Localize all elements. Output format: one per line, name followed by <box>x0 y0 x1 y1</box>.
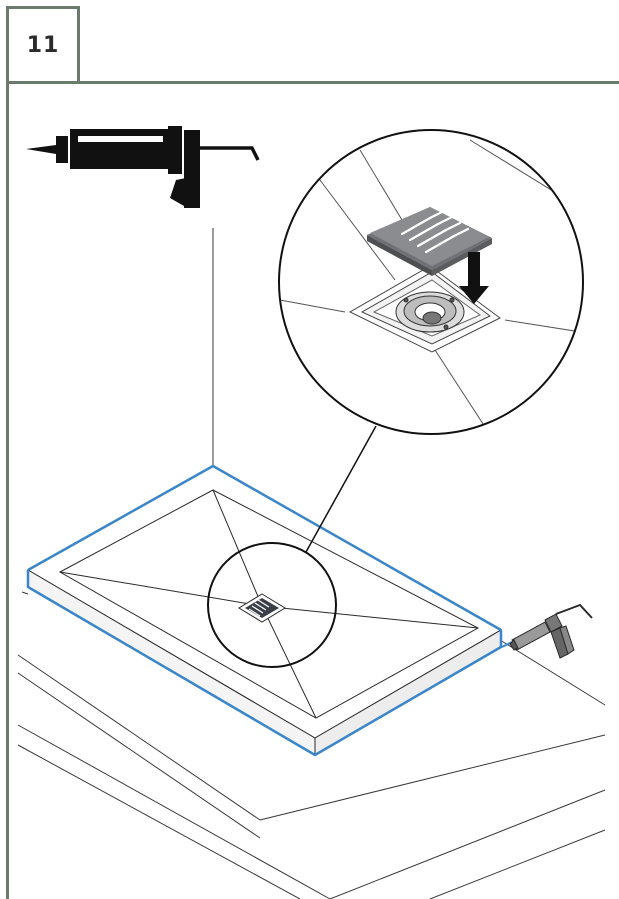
caulking-gun-applicator <box>501 603 593 659</box>
drain-grate-cover <box>367 207 492 276</box>
step-number: 11 <box>26 32 60 58</box>
caulking-gun-icon <box>26 126 260 208</box>
floor-lines <box>17 228 606 899</box>
detail-zoom-view <box>278 129 584 435</box>
detail-connector-line <box>305 425 377 553</box>
drain-grate <box>238 593 286 623</box>
drain-body <box>395 291 465 333</box>
arrow-down-icon <box>459 252 489 304</box>
detail-marker-circle <box>207 542 337 668</box>
step-number-box: 11 <box>6 6 80 84</box>
sealant-bead <box>26 464 503 757</box>
step-frame <box>6 81 619 899</box>
